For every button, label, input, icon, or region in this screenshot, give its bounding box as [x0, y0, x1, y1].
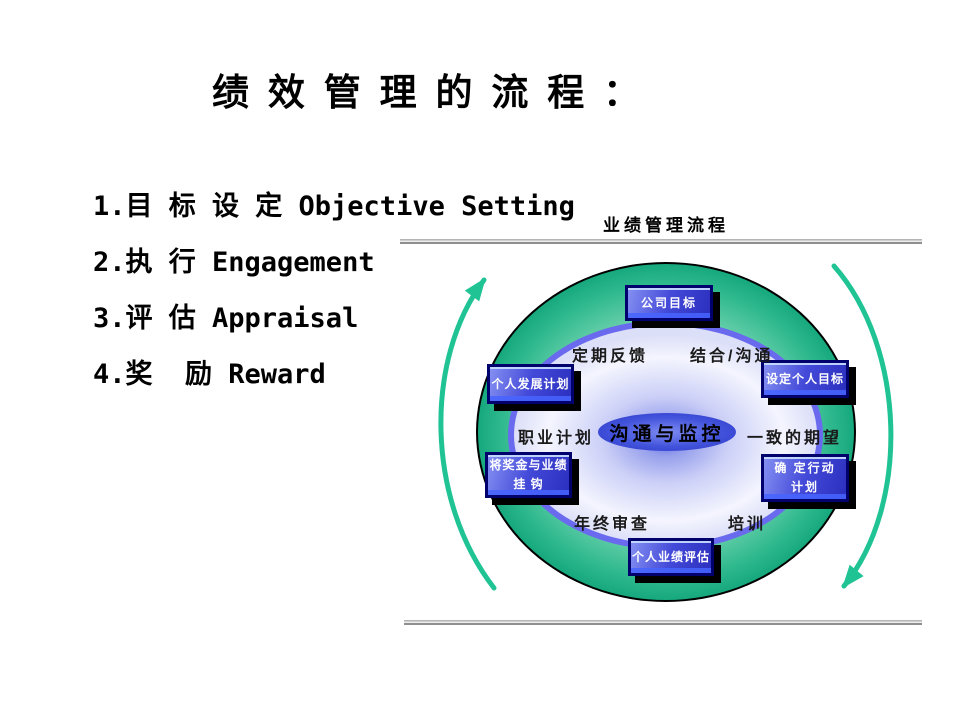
list-item-engagement: 2.执 行 Engagement [93, 247, 375, 278]
list-item-appraisal: 3.评 估 Appraisal [93, 303, 359, 334]
label-regular-feedback: 定期反馈 [572, 348, 649, 365]
box-set-personal-goal: 设定个人目标 [761, 360, 849, 398]
box-set-personal-goal-label: 设定个人目标 [765, 371, 844, 386]
box-company-goal: 公司目标 [625, 285, 713, 321]
box-action-plan: 确 定行动 计划 [761, 454, 849, 502]
label-year-end-review: 年终审查 [574, 516, 651, 533]
box-personal-eval: 个人业绩评估 [628, 538, 714, 576]
box-bonus-link-line1: 将奖金与业绩 [489, 458, 568, 473]
page-title: 绩 效 管 理 的 流 程 ： [212, 71, 644, 114]
label-career-plan: 职业计划 [518, 430, 595, 447]
label-combine-communicate: 结合/沟通 [690, 348, 774, 365]
box-personal-dev-label: 个人发展计划 [491, 376, 570, 391]
box-action-plan-line1: 确 定行动 [774, 461, 836, 476]
box-bonus-link: 将奖金与业绩 挂 钩 [485, 452, 572, 498]
label-training: 培训 [728, 516, 767, 533]
diagram-caption: 业绩管理流程 [603, 216, 729, 235]
bottom-divider [404, 620, 922, 625]
label-aligned-expectations: 一致的期望 [747, 430, 843, 447]
center-ellipse-communication: 沟通与监控 [598, 413, 736, 451]
center-ellipse-label: 沟通与监控 [609, 423, 725, 445]
top-divider [400, 239, 922, 244]
process-steps-list: 1.目 标 设 定 Objective Setting 2.执 行 Engage… [93, 192, 575, 416]
list-item-reward: 4.奖 励 Reward [93, 359, 326, 390]
box-bonus-link-line2: 挂 钩 [513, 477, 544, 491]
box-company-goal-label: 公司目标 [640, 295, 697, 310]
list-item-objective-setting: 1.目 标 设 定 Objective Setting [93, 191, 575, 222]
box-action-plan-line2: 计划 [790, 480, 819, 494]
box-personal-eval-label: 个人业绩评估 [631, 549, 710, 564]
box-personal-dev: 个人发展计划 [487, 364, 574, 404]
